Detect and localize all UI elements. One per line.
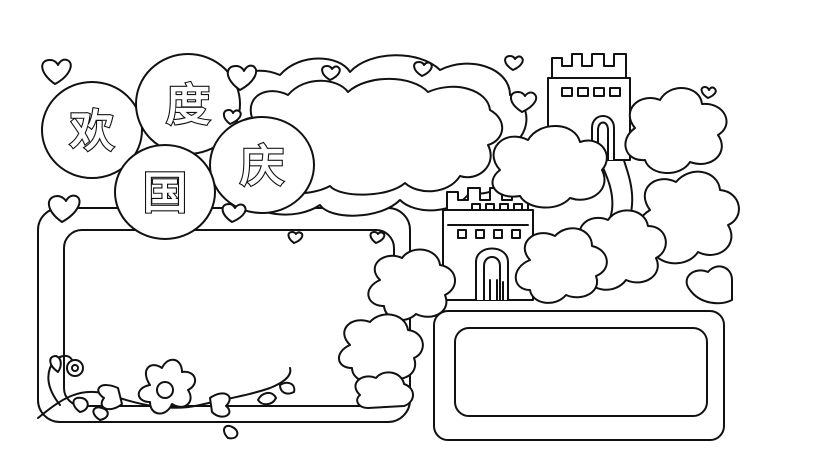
heart-icon [321,65,341,81]
heart-icon [369,231,386,244]
title: 欢 度 国 庆 [68,79,285,220]
title-char-2: 度 [166,80,210,131]
heart-icon [41,58,72,85]
heart-icon [226,64,258,91]
flower-icon [37,354,296,440]
title-bubble-4 [209,116,315,214]
tree-icon [338,87,740,409]
title-bubble-3 [114,144,216,240]
small-writing-frame [433,310,725,441]
heart-icon [287,231,304,244]
heart-icon [221,203,247,223]
title-bubble-1 [41,81,143,179]
heart-icon [222,109,242,125]
title-char-1: 欢 [69,106,114,157]
title-bubble-group [41,53,315,240]
heart-decorations [41,55,717,244]
main-writing-frame [37,207,411,423]
heart-icon [504,55,524,71]
heart-icon [510,91,538,113]
title-char-4: 庆 [240,141,284,192]
heart-icon [48,194,81,223]
heart-icon [700,86,717,99]
title-char-3: 国 [143,168,187,219]
heart-icon [413,61,433,77]
